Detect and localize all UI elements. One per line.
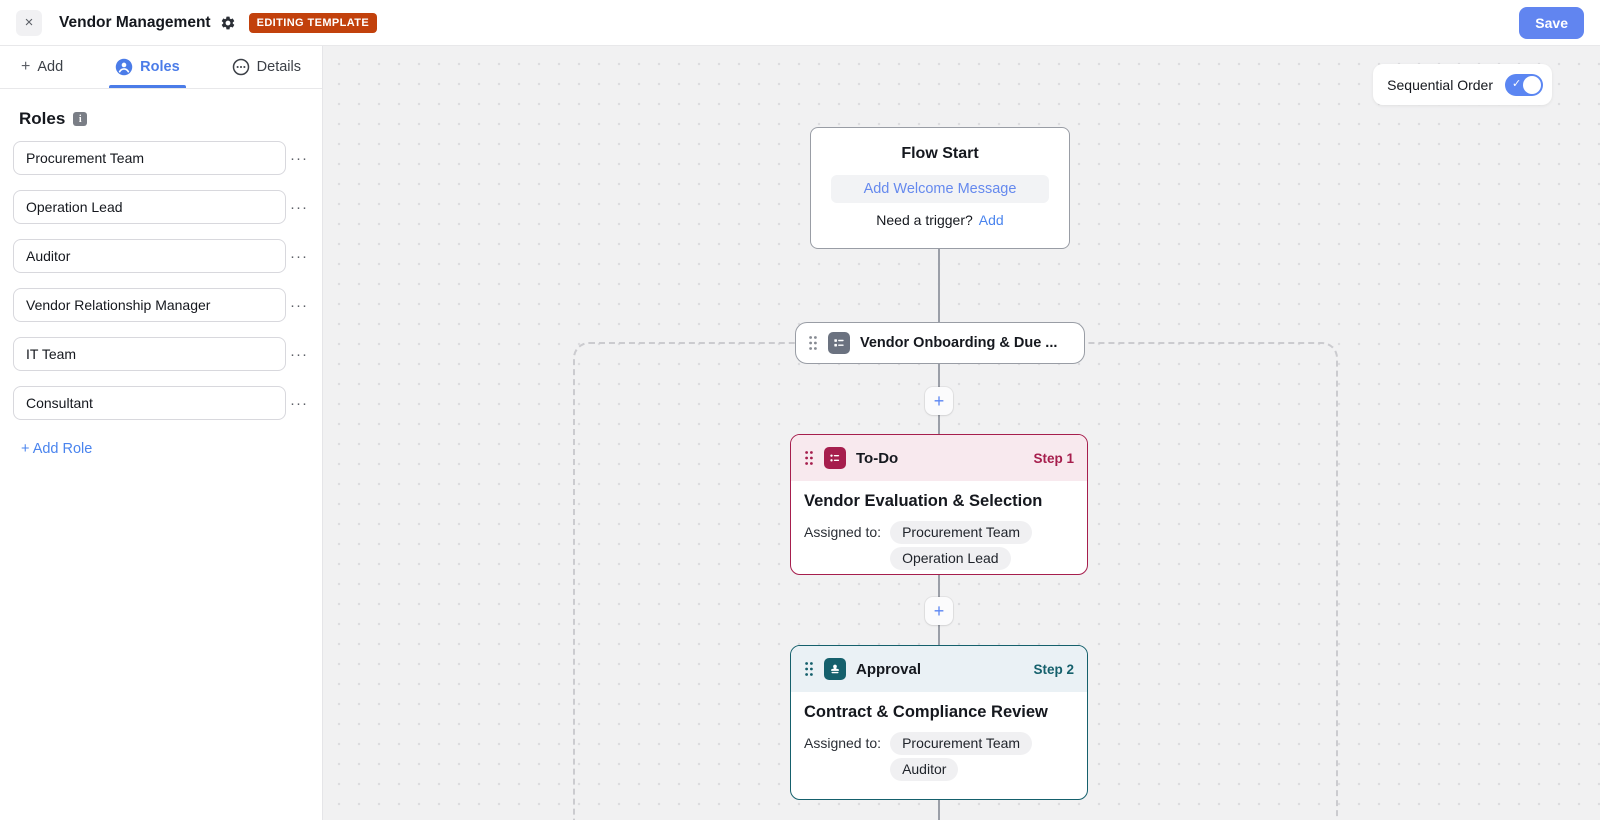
role-input[interactable] — [13, 190, 286, 224]
trigger-question-text: Need a trigger? — [876, 212, 973, 228]
step-type-label: Approval — [856, 660, 922, 678]
role-menu-button[interactable]: ··· — [286, 200, 312, 215]
check-icon: ✓ — [1512, 77, 1522, 90]
role-input[interactable] — [13, 288, 286, 322]
drag-handle-icon[interactable] — [804, 661, 814, 677]
tab-details[interactable]: Details — [232, 46, 301, 88]
tab-add-label: Add — [37, 59, 64, 75]
sidebar-tabs: + Add Roles Details — [0, 46, 322, 89]
info-icon: i — [73, 112, 88, 126]
connector-line — [938, 249, 940, 322]
tab-roles[interactable]: Roles — [109, 46, 186, 88]
person-circle-icon — [115, 58, 133, 76]
flow-start-card: Flow Start Add Welcome Message Need a tr… — [810, 127, 1070, 249]
step-header: To-Do Step 1 — [791, 435, 1087, 481]
toggle-knob — [1523, 75, 1541, 94]
close-icon: × — [24, 14, 34, 31]
todo-checklist-icon — [824, 447, 846, 469]
assigned-to-label: Assigned to: — [804, 524, 882, 540]
plus-icon: + — [933, 391, 945, 411]
details-circle-icon — [232, 58, 250, 76]
ellipsis-icon: ··· — [290, 296, 308, 314]
plus-icon: + — [21, 58, 31, 75]
add-welcome-message-button[interactable]: Add Welcome Message — [831, 175, 1049, 203]
workflow-canvas[interactable]: Sequential Order ✓ Flow Start Add Welcom… — [323, 46, 1600, 820]
step-number: Step 1 — [1033, 450, 1074, 466]
add-trigger-link[interactable]: Add — [978, 212, 1004, 228]
editing-template-badge: EDITING TEMPLATE — [248, 12, 378, 33]
role-row: ··· — [13, 239, 312, 273]
sequential-order-card: Sequential Order ✓ — [1373, 64, 1552, 105]
role-input[interactable] — [13, 337, 286, 371]
role-menu-button[interactable]: ··· — [286, 151, 312, 166]
step-card-approval[interactable]: Approval Step 2 Contract & Compliance Re… — [790, 645, 1088, 800]
step-title: Contract & Compliance Review — [804, 703, 1048, 721]
role-row: ··· — [13, 190, 312, 224]
role-row: ··· — [13, 288, 312, 322]
plus-icon: + — [933, 601, 945, 621]
drag-handle-icon[interactable] — [808, 335, 818, 351]
ellipsis-icon: ··· — [290, 247, 308, 265]
tab-add[interactable]: + Add — [21, 46, 63, 88]
sequential-order-label: Sequential Order — [1387, 76, 1493, 93]
ellipsis-icon: ··· — [290, 198, 308, 216]
step-title: Vendor Evaluation & Selection — [804, 492, 1043, 510]
ellipsis-icon: ··· — [290, 345, 308, 363]
assigned-to-label: Assigned to: — [804, 735, 882, 751]
role-menu-button[interactable]: ··· — [286, 249, 312, 264]
sequential-order-toggle[interactable]: ✓ — [1505, 73, 1543, 96]
top-bar: × Vendor Management EDITING TEMPLATE Sav… — [0, 0, 1600, 46]
add-role-button[interactable]: + Add Role — [21, 441, 93, 457]
flow-start-title: Flow Start — [901, 145, 979, 162]
settings-gear-icon[interactable] — [220, 15, 236, 31]
template-title: Vendor Management — [59, 13, 211, 31]
list-icon — [828, 332, 850, 354]
role-row: ··· — [13, 386, 312, 420]
collapsed-step-node[interactable]: Vendor Onboarding & Due ... — [795, 322, 1085, 364]
drag-handle-icon[interactable] — [804, 450, 814, 466]
tab-roles-label: Roles — [140, 59, 180, 75]
role-input[interactable] — [13, 239, 286, 273]
role-row: ··· — [13, 337, 312, 371]
role-row: ··· — [13, 141, 312, 175]
collapsed-step-title: Vendor Onboarding & Due ... — [860, 335, 1058, 351]
close-button[interactable]: × — [16, 9, 42, 36]
sidebar: + Add Roles Details Roles i — [0, 46, 323, 820]
ellipsis-icon: ··· — [290, 394, 308, 412]
step-type-label: To-Do — [856, 449, 899, 467]
assignee-chip: Procurement Team — [890, 732, 1033, 755]
role-input[interactable] — [13, 141, 286, 175]
step-number: Step 2 — [1033, 661, 1074, 677]
ellipsis-icon: ··· — [290, 149, 308, 167]
approval-stamp-icon — [824, 658, 846, 680]
assignee-chip: Operation Lead — [890, 547, 1011, 570]
roles-heading: Roles — [19, 109, 66, 128]
step-header: Approval Step 2 — [791, 646, 1087, 692]
role-menu-button[interactable]: ··· — [286, 347, 312, 362]
step-card-todo[interactable]: To-Do Step 1 Vendor Evaluation & Selecti… — [790, 434, 1088, 575]
assignee-chip: Auditor — [890, 758, 959, 781]
role-menu-button[interactable]: ··· — [286, 298, 312, 313]
tab-details-label: Details — [256, 59, 301, 75]
active-tab-underline — [109, 85, 186, 88]
assignee-chip: Procurement Team — [890, 521, 1033, 544]
add-step-button[interactable]: + — [925, 597, 953, 625]
connector-line — [938, 800, 940, 820]
save-button[interactable]: Save — [1519, 6, 1584, 39]
add-step-button[interactable]: + — [925, 387, 953, 415]
role-menu-button[interactable]: ··· — [286, 396, 312, 411]
role-input[interactable] — [13, 386, 286, 420]
